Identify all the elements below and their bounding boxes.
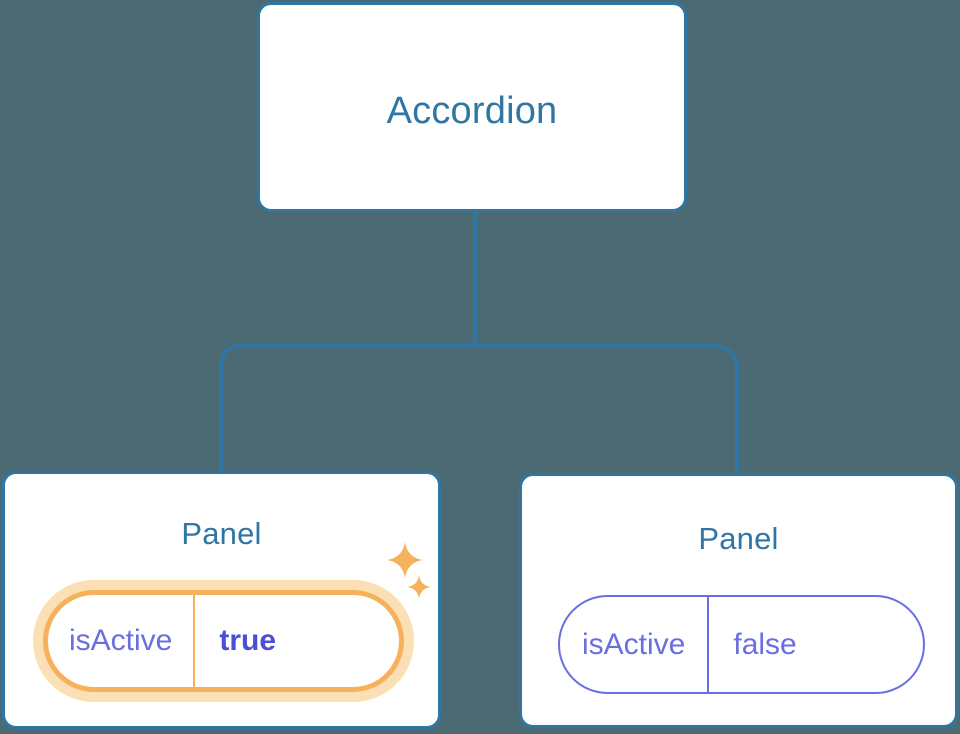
edge-root-to-panels	[219, 343, 739, 472]
node-accordion[interactable]: Accordion	[257, 2, 687, 212]
prop-key-isactive-false: isActive	[560, 597, 710, 692]
prop-value-false: false	[733, 627, 797, 661]
node-panel-inactive[interactable]: Panel isActive false	[519, 473, 958, 728]
node-panel-active-title: Panel	[181, 516, 262, 551]
node-panel-inactive-title: Panel	[698, 521, 779, 556]
prop-pill-active[interactable]: isActive true	[43, 590, 404, 692]
prop-value-true: true	[219, 624, 277, 657]
prop-pill-inactive[interactable]: isActive false	[558, 595, 925, 694]
node-accordion-title: Accordion	[386, 90, 558, 132]
prop-key-isactive-true: isActive	[48, 595, 196, 687]
